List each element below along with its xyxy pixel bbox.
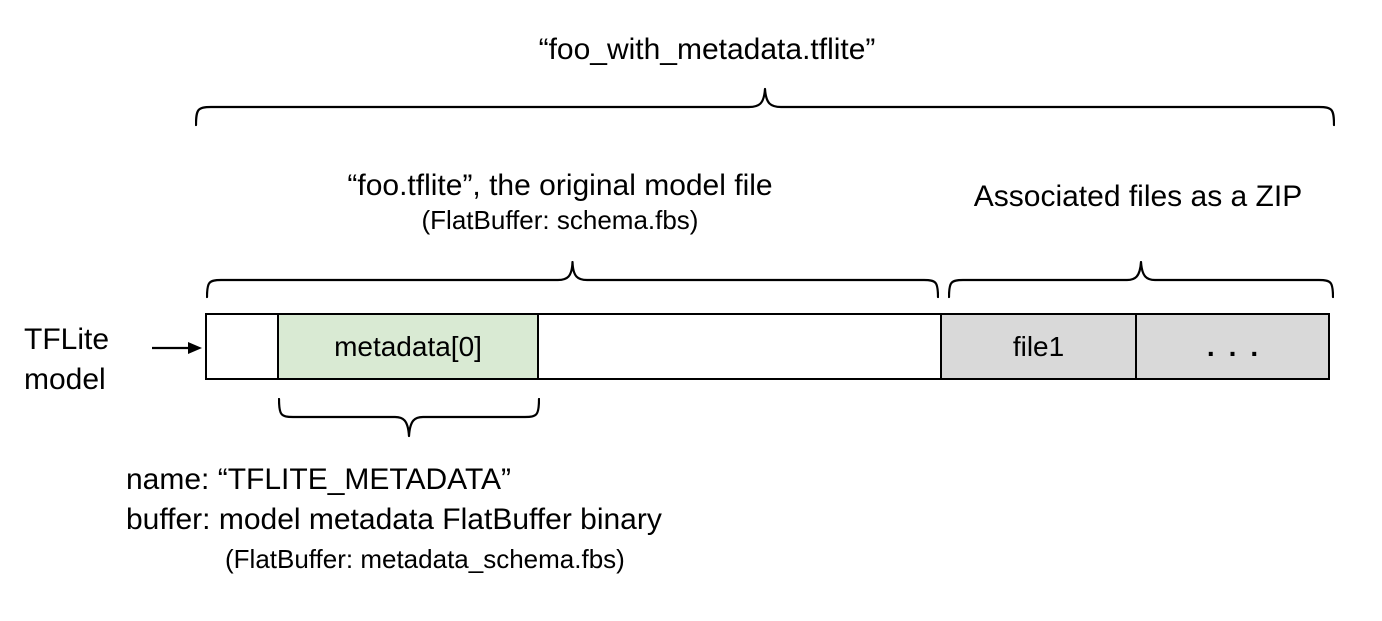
original-model-brace [206,261,939,299]
bar-segment-more-files-label: ... [1206,330,1273,362]
associated-files-brace [948,261,1334,299]
tflite-model-label: TFLite model [24,320,109,400]
combined-file-brace [195,87,1335,127]
bar-segment-model-content [539,315,942,378]
model-bar: metadata[0] file1 ... [205,313,1330,380]
tflite-model-label-line1: TFLite [24,323,110,356]
original-model-label: “foo.tflite”, the original model file [347,169,773,202]
bar-segment-more-files: ... [1137,315,1328,378]
metadata-buffer-line: buffer: model metadata FlatBuffer binary [126,503,662,536]
metadata-name-line: name: “TFLITE_METADATA” [126,463,512,496]
tflite-model-label-line2: model [24,363,106,396]
bar-segment-padding [207,315,279,378]
bar-segment-file1-label: file1 [1012,330,1065,362]
metadata-schema-line: (FlatBuffer: metadata_schema.fbs) [225,544,625,574]
bar-segment-file1: file1 [942,315,1137,378]
combined-file-title: “foo_with_metadata.tflite” [538,33,876,66]
original-model-schema-label: (FlatBuffer: schema.fbs) [421,205,699,235]
metadata-annotation: name: “TFLITE_METADATA” buffer: model me… [126,460,662,578]
bar-segment-metadata-label: metadata[0] [334,330,482,362]
arrow-right-icon [152,342,202,354]
associated-files-label: Associated files as a ZIP [973,180,1303,213]
bar-segment-metadata: metadata[0] [279,315,539,378]
original-model-label-group: “foo.tflite”, the original model file (F… [260,168,860,236]
metadata-brace [278,398,540,438]
